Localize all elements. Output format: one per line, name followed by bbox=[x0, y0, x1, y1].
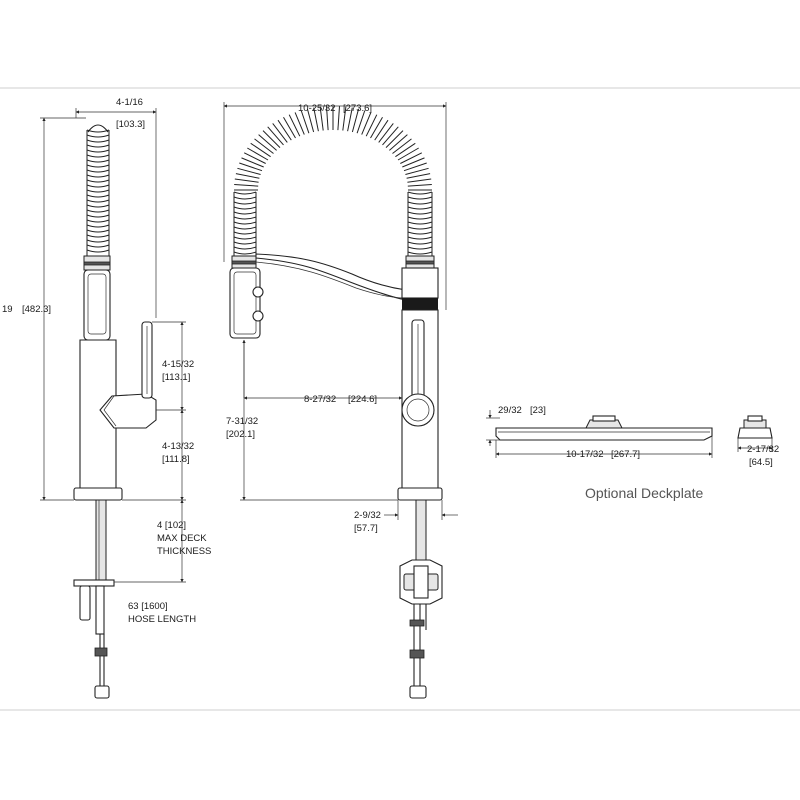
side-shank bbox=[95, 499, 107, 583]
deckplate-labels: 29/32 [23] 10-17/32 [267.7] 2-17/32 [64.… bbox=[498, 405, 779, 501]
front-shank bbox=[415, 499, 427, 563]
side-handle-label: 4-15/32 bbox=[162, 359, 194, 370]
deckplate-caption: Optional Deckplate bbox=[585, 485, 704, 501]
front-reach-label: 8-27/32 bbox=[304, 394, 336, 405]
deckplate-side-view bbox=[495, 415, 713, 441]
side-height-label: 19 bbox=[2, 304, 13, 315]
front-base-mm-label: [57.7] bbox=[354, 523, 378, 534]
front-coil bbox=[233, 106, 433, 256]
side-base-label: 4-13/32 bbox=[162, 441, 194, 452]
side-mount-nut bbox=[73, 579, 115, 587]
hose-length-line2: HOSE LENGTH bbox=[128, 614, 196, 625]
side-view-dimensions bbox=[40, 108, 186, 583]
front-sprayer-head bbox=[229, 267, 261, 339]
deckplate-width-mm-label: [64.5] bbox=[749, 457, 773, 468]
side-coil bbox=[86, 129, 110, 256]
deckplate-length-label: 10-17/32 bbox=[566, 449, 604, 460]
deck-thickness-line3: THICKNESS bbox=[157, 546, 211, 557]
front-base-label: 2-9/32 bbox=[354, 510, 381, 521]
front-view-dimensions bbox=[223, 102, 458, 520]
deck-thickness-line1: 4 [102] bbox=[157, 520, 186, 531]
side-hoses bbox=[79, 585, 110, 699]
side-width-label: 4-1/16 bbox=[116, 97, 143, 108]
front-spout-height-label: 7-31/32 bbox=[226, 416, 258, 427]
deckplate-height-label: 29/32 bbox=[498, 405, 522, 416]
front-view-faucet bbox=[229, 106, 443, 699]
front-hoses bbox=[409, 604, 427, 699]
side-base-mm-label: [111.8] bbox=[162, 454, 190, 465]
side-base bbox=[73, 487, 123, 501]
deckplate-width-label: 2-17/32 bbox=[747, 444, 779, 455]
front-spout-height-mm-label: [202.1] bbox=[226, 429, 255, 440]
front-base bbox=[397, 487, 443, 501]
side-width-mm-label: [103.3] bbox=[116, 119, 145, 130]
spray-button-bottom bbox=[252, 310, 264, 322]
side-view-labels: 4-1/16 [103.3] 19 [482.3] 4-15/32 [113.1… bbox=[2, 97, 211, 625]
deck-thickness-line2: MAX DECK bbox=[157, 533, 207, 544]
deckplate-height-mm-label: [23] bbox=[530, 405, 546, 416]
deckplate-end-view bbox=[737, 415, 773, 439]
front-reach-mm-label: [224.6] bbox=[348, 394, 377, 405]
front-spout-arm bbox=[255, 253, 407, 301]
front-width-label: 10-25/32 bbox=[298, 103, 336, 114]
deckplate-dimensions bbox=[486, 410, 773, 458]
front-width-mm-label: [273.6] bbox=[343, 103, 372, 114]
front-mount-bracket bbox=[399, 559, 443, 605]
front-aerator-band bbox=[402, 298, 438, 310]
front-upper-body bbox=[401, 267, 439, 299]
hose-length-line1: 63 [1600] bbox=[128, 601, 168, 612]
side-height-mm-label: [482.3] bbox=[22, 304, 51, 315]
front-view-labels: 10-25/32 [273.6] 8-27/32 [224.6] 7-31/32… bbox=[226, 103, 381, 534]
side-handle-mm-label: [113.1] bbox=[162, 372, 190, 383]
drawing-frame bbox=[0, 87, 800, 711]
side-view-faucet bbox=[73, 124, 157, 699]
deckplate-length-mm-label: [267.7] bbox=[611, 449, 640, 460]
spray-button-top bbox=[252, 286, 264, 298]
